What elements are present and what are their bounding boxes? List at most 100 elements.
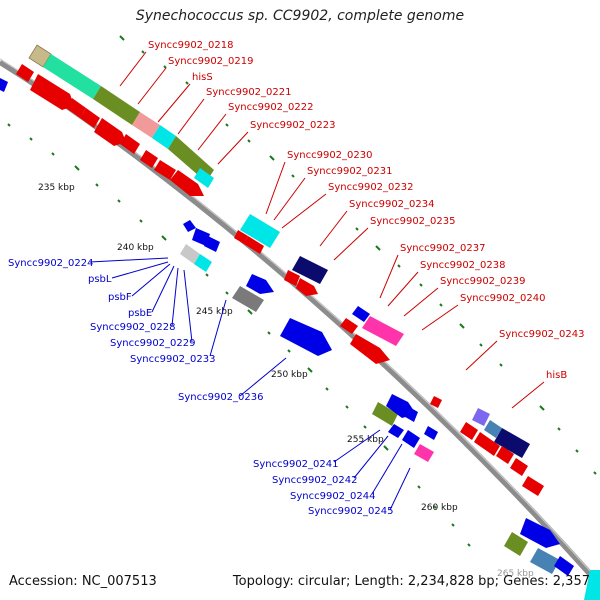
gene-label: Syncc9902_0238 <box>420 260 506 271</box>
gene-label: Syncc9902_0242 <box>272 475 358 486</box>
gene-label: Syncc9902_0229 <box>110 338 196 349</box>
forward-gene-labels: Syncc9902_0218 Syncc9902_0219 hisS Syncc… <box>148 40 585 381</box>
cds-rev-arrow <box>400 404 418 422</box>
cds-arrow <box>30 74 74 110</box>
gene-label: Syncc9902_0230 <box>287 150 373 161</box>
cds-arrow <box>510 458 528 476</box>
cds-rev-arrow <box>204 236 220 252</box>
gene-block-magenta2 <box>414 444 434 462</box>
cds-arrow <box>66 98 86 118</box>
gene-label: Syncc9902_0228 <box>90 322 176 333</box>
gene-label: Syncc9902_0218 <box>148 40 234 51</box>
cds-rev-arrow <box>192 228 210 246</box>
gene-label: Syncc9902_0223 <box>250 120 336 131</box>
gene-label: psbF <box>108 292 132 303</box>
cds-rev-arrow <box>520 518 560 548</box>
cds-rev-arrow <box>402 430 420 448</box>
gene-label: Syncc9902_0235 <box>370 216 456 227</box>
gene-block-cyan3 <box>194 254 212 272</box>
gene-label: Syncc9902_0239 <box>440 276 526 287</box>
cds-arrow <box>244 236 264 254</box>
kbp-tick-label: 235 kbp <box>38 183 75 193</box>
gene-block-cyan4 <box>240 214 280 248</box>
gene-cluster-lower <box>372 394 600 600</box>
gene-label: psbE <box>128 308 152 319</box>
gene-label: Syncc9902_0224 <box>8 258 94 269</box>
gene-label: Syncc9902_0232 <box>328 182 414 193</box>
cds-arrow <box>94 118 126 146</box>
cds-arrow <box>496 446 514 464</box>
cds-arrow <box>120 134 140 154</box>
cds-rev-arrow <box>424 426 438 440</box>
cds-arrow <box>474 432 500 456</box>
gene-label: psbL <box>88 274 112 285</box>
forward-leader-lines <box>119 51 545 409</box>
gene-label: Syncc9902_0241 <box>253 459 339 470</box>
kbp-tick-label: 260 kbp <box>421 503 458 513</box>
cds-arrow <box>296 278 318 296</box>
gene-block-steel <box>484 420 502 438</box>
gene-label: hisS <box>192 72 213 83</box>
gene-block-cyan5 <box>584 570 600 600</box>
gene-label: Syncc9902_0240 <box>460 293 546 304</box>
gene-block-silver <box>180 244 200 264</box>
cds-rev-arrow <box>0 78 8 92</box>
gene-cluster-middle <box>284 256 404 364</box>
gene-block-cyan2 <box>194 168 214 188</box>
gene-block-pink <box>132 112 160 138</box>
reverse-gene-labels: Syncc9902_0224 psbL psbF psbE Syncc9902_… <box>8 258 394 517</box>
gene-label: Syncc9902_0221 <box>206 87 292 98</box>
gene-label: Syncc9902_0236 <box>178 392 264 403</box>
cds-arrow <box>284 270 300 286</box>
cds-rev-arrow <box>280 318 332 356</box>
topology-summary: Topology: circular; Length: 2,234,828 bp… <box>232 574 590 589</box>
cds-arrow <box>140 150 158 168</box>
gene-label: Syncc9902_0243 <box>499 329 585 340</box>
gene-block-cyan <box>152 125 176 149</box>
cds-arrow <box>430 396 442 408</box>
gene-label: Syncc9902_0222 <box>228 102 314 113</box>
gene-label: hisB <box>546 370 567 381</box>
cds-arrow <box>350 334 390 364</box>
cds-arrow <box>234 230 248 244</box>
cds-arrow <box>340 318 358 334</box>
cds-arrow <box>522 476 544 496</box>
cds-arrow <box>170 170 204 196</box>
gene-block-teal <box>43 54 101 99</box>
cds-arrow <box>154 160 176 180</box>
gene-label: Syncc9902_0245 <box>308 506 394 517</box>
outer-ticks <box>119 35 597 475</box>
gene-label: Syncc9902_0231 <box>307 166 393 177</box>
gene-block-olive <box>93 86 140 125</box>
cds-arrow <box>80 108 100 128</box>
gene-label: Syncc9902_0219 <box>168 56 254 67</box>
gene-block-gray <box>232 286 264 312</box>
gene-cluster-psb <box>180 214 332 356</box>
cds-rev-arrow <box>246 274 274 294</box>
kbp-tick-label: 265 kbp <box>497 569 534 579</box>
gene-block-navy2 <box>494 428 530 458</box>
cds-rev-arrow <box>183 220 196 232</box>
kbp-tick-label: 245 kbp <box>196 307 233 317</box>
gene-block-lavender <box>472 408 490 426</box>
gene-block-navy <box>292 256 328 284</box>
gene-block-steel2 <box>530 548 560 574</box>
gene-cluster-upper <box>0 44 214 196</box>
accession-text: Accession: NC_007513 <box>9 574 157 589</box>
cds-rev-arrow <box>554 556 574 576</box>
gene-label: Syncc9902_0233 <box>130 354 216 365</box>
map-title: Synechococcus sp. CC9902, complete genom… <box>135 8 465 24</box>
cds-arrow <box>16 64 34 82</box>
cds-rev-arrow <box>352 306 370 322</box>
reverse-leader-lines <box>89 257 411 511</box>
gene-label: Syncc9902_0234 <box>349 199 435 210</box>
gene-label: Syncc9902_0244 <box>290 491 376 502</box>
cds-rev-arrow <box>388 424 404 438</box>
inner-ticks <box>7 123 471 547</box>
genome-backbone-edge <box>0 58 600 583</box>
gene-block-olive4 <box>504 532 528 556</box>
gene-block-magenta <box>362 316 404 346</box>
gene-label: Syncc9902_0237 <box>400 243 486 254</box>
cds-arrow <box>460 422 478 440</box>
